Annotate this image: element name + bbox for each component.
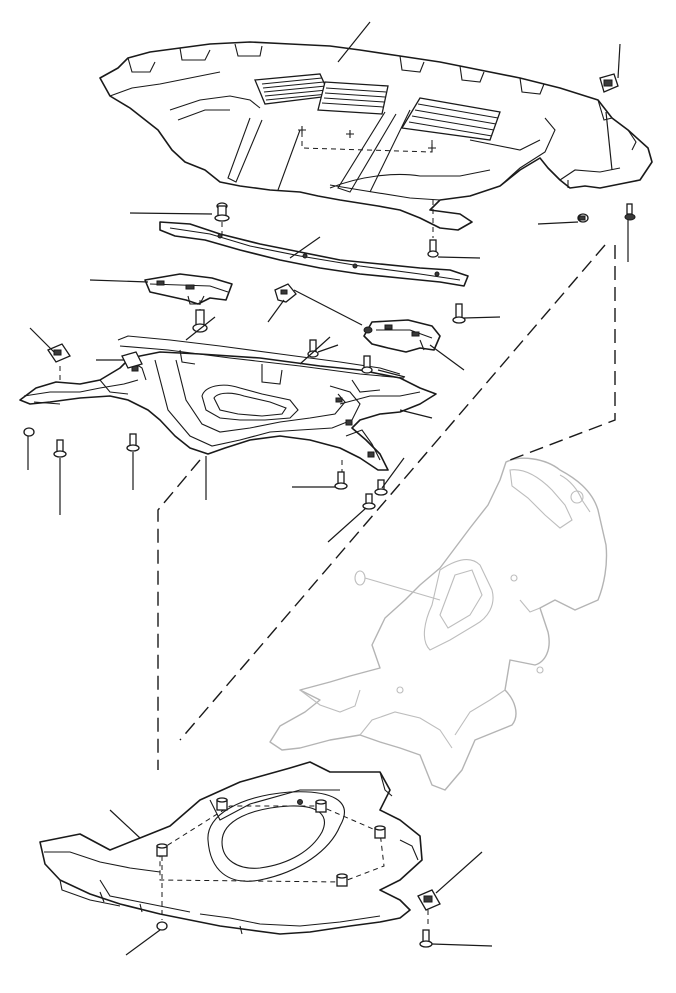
middle-underbody-tray	[19, 335, 437, 471]
nut	[23, 427, 35, 437]
left-vent-grille	[254, 73, 331, 105]
bolt	[452, 303, 466, 324]
bolt	[361, 355, 373, 374]
right-vent-grille	[400, 97, 501, 141]
nut	[156, 843, 168, 857]
upper-undertray-panel	[99, 41, 653, 231]
bolt	[362, 493, 376, 510]
speed-clip	[274, 283, 297, 303]
bolt	[374, 479, 388, 496]
bolt	[126, 433, 140, 452]
nut	[374, 825, 386, 839]
clip-nut	[121, 351, 143, 369]
bolt	[427, 239, 439, 258]
bolt	[334, 471, 348, 490]
alignment-lines	[59, 200, 616, 928]
leader-lines	[27, 21, 629, 956]
bolt	[577, 213, 589, 223]
clip-nut	[47, 343, 71, 363]
reference-body-section	[269, 457, 608, 791]
center-vent-grille	[317, 81, 389, 115]
left-mounting-bracket	[144, 273, 233, 305]
right-mounting-bracket	[363, 319, 441, 353]
bolt	[53, 439, 67, 458]
leader-line	[605, 111, 613, 171]
locating-hole	[297, 799, 303, 805]
grommet	[363, 326, 373, 334]
clip-nut	[417, 889, 441, 911]
bolt	[419, 929, 433, 948]
bolt	[214, 202, 230, 222]
lower-undertray-panel	[39, 761, 423, 935]
nut	[336, 873, 348, 887]
nut	[315, 799, 327, 813]
corner-clip-nut	[599, 73, 619, 93]
bolt	[624, 203, 636, 221]
mounting-crossbar	[159, 221, 469, 287]
leader-line	[617, 43, 621, 79]
nut	[216, 797, 228, 811]
nut	[156, 921, 168, 931]
bolt	[307, 339, 319, 358]
